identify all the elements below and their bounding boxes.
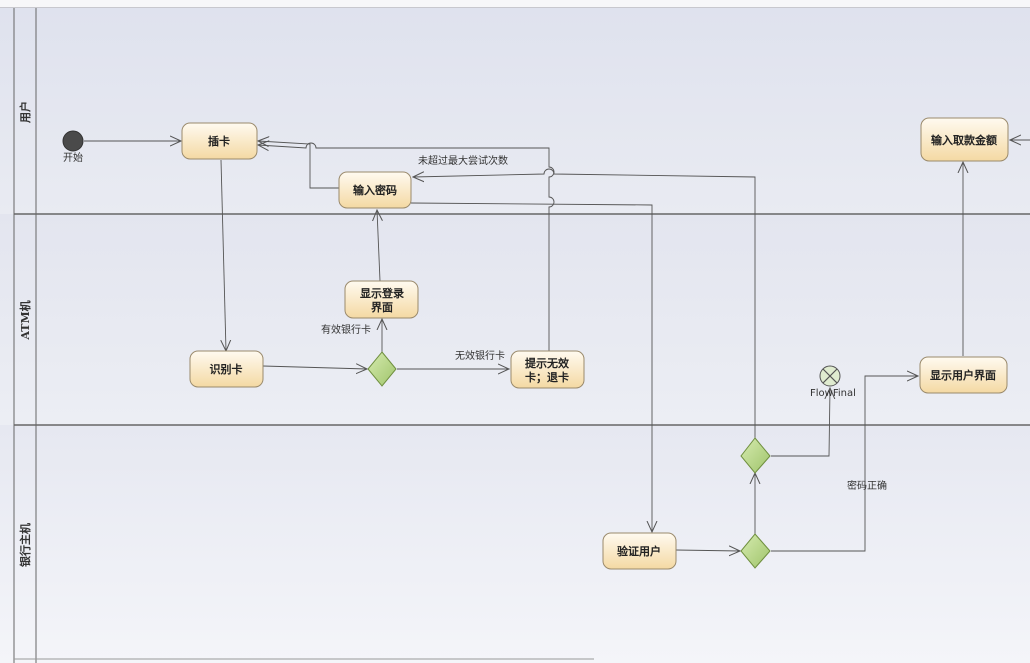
- edge-invalid-to-insert: [258, 143, 555, 351]
- action-invalid-card-label-1: 提示无效: [525, 356, 570, 370]
- flow-final-cross-icon: [822, 368, 838, 384]
- lane-borders: [13, 8, 1030, 663]
- lane-label-atm: ATM机: [18, 300, 32, 340]
- swimlane-host: 银行主机: [0, 425, 1030, 663]
- flow-final-node[interactable]: FlowFinal: [810, 365, 856, 399]
- action-enter-password-label: 输入密码: [353, 183, 397, 197]
- action-verify-user-label: 验证用户: [617, 544, 661, 558]
- guard-not-exceeded: 未超过最大尝试次数: [418, 154, 508, 167]
- edge-identify-to-decision: [262, 366, 367, 369]
- edges: [84, 140, 1030, 551]
- decision-card-valid[interactable]: [367, 351, 397, 387]
- decision-password-check[interactable]: [740, 533, 771, 569]
- action-enter-amount[interactable]: 输入取款金额: [920, 117, 1009, 162]
- guard-valid-card: 有效银行卡: [321, 323, 371, 336]
- edge-decision-to-userui: [771, 376, 918, 552]
- action-identify-card-label: 识别卡: [210, 362, 243, 376]
- action-invalid-card-label-2: 卡；退卡: [525, 370, 569, 384]
- lane-label-host: 银行主机: [18, 523, 32, 567]
- edge-password-to-insert: [258, 141, 339, 189]
- edge-verify-to-decision: [675, 550, 740, 551]
- action-enter-password[interactable]: 输入密码: [338, 171, 412, 209]
- action-enter-amount-label: 输入取款金额: [931, 133, 997, 147]
- action-show-login[interactable]: 显示登录 界面: [344, 280, 419, 319]
- action-show-user-ui[interactable]: 显示用户界面: [919, 356, 1008, 394]
- guard-labels: 未超过最大尝试次数 有效银行卡 无效银行卡 密码正确: [321, 154, 887, 492]
- edge-insert-to-identify: [221, 159, 226, 351]
- action-insert-card[interactable]: 插卡: [181, 122, 258, 160]
- guard-invalid-card: 无效银行卡: [455, 349, 505, 362]
- decision-retry-check[interactable]: [740, 437, 771, 474]
- guard-password-correct: 密码正确: [847, 479, 887, 492]
- top-title-strip: [0, 0, 1030, 8]
- edge-decision-to-final: [771, 388, 830, 457]
- action-identify-card[interactable]: 识别卡: [189, 350, 264, 388]
- swimlane-atm: ATM机: [0, 214, 1030, 425]
- action-insert-card-label: 插卡: [208, 134, 230, 148]
- action-invalid-card[interactable]: 提示无效 卡；退卡: [510, 350, 585, 389]
- action-verify-user[interactable]: 验证用户: [602, 532, 677, 570]
- action-show-user-ui-label: 显示用户界面: [930, 368, 996, 382]
- lane-label-user: 用户: [18, 101, 32, 123]
- start-node-label: 开始: [63, 151, 83, 164]
- edge-password-to-verify: [410, 202, 652, 532]
- action-show-login-label-2: 界面: [371, 301, 393, 314]
- swimlane-user: 用户: [0, 8, 1030, 214]
- action-show-login-label-1: 显示登录: [360, 286, 404, 300]
- flow-final-label: FlowFinal: [810, 388, 856, 399]
- edge-login-to-password: [377, 210, 380, 282]
- start-node[interactable]: 开始: [62, 130, 84, 164]
- edge-decision-to-password: [413, 168, 756, 438]
